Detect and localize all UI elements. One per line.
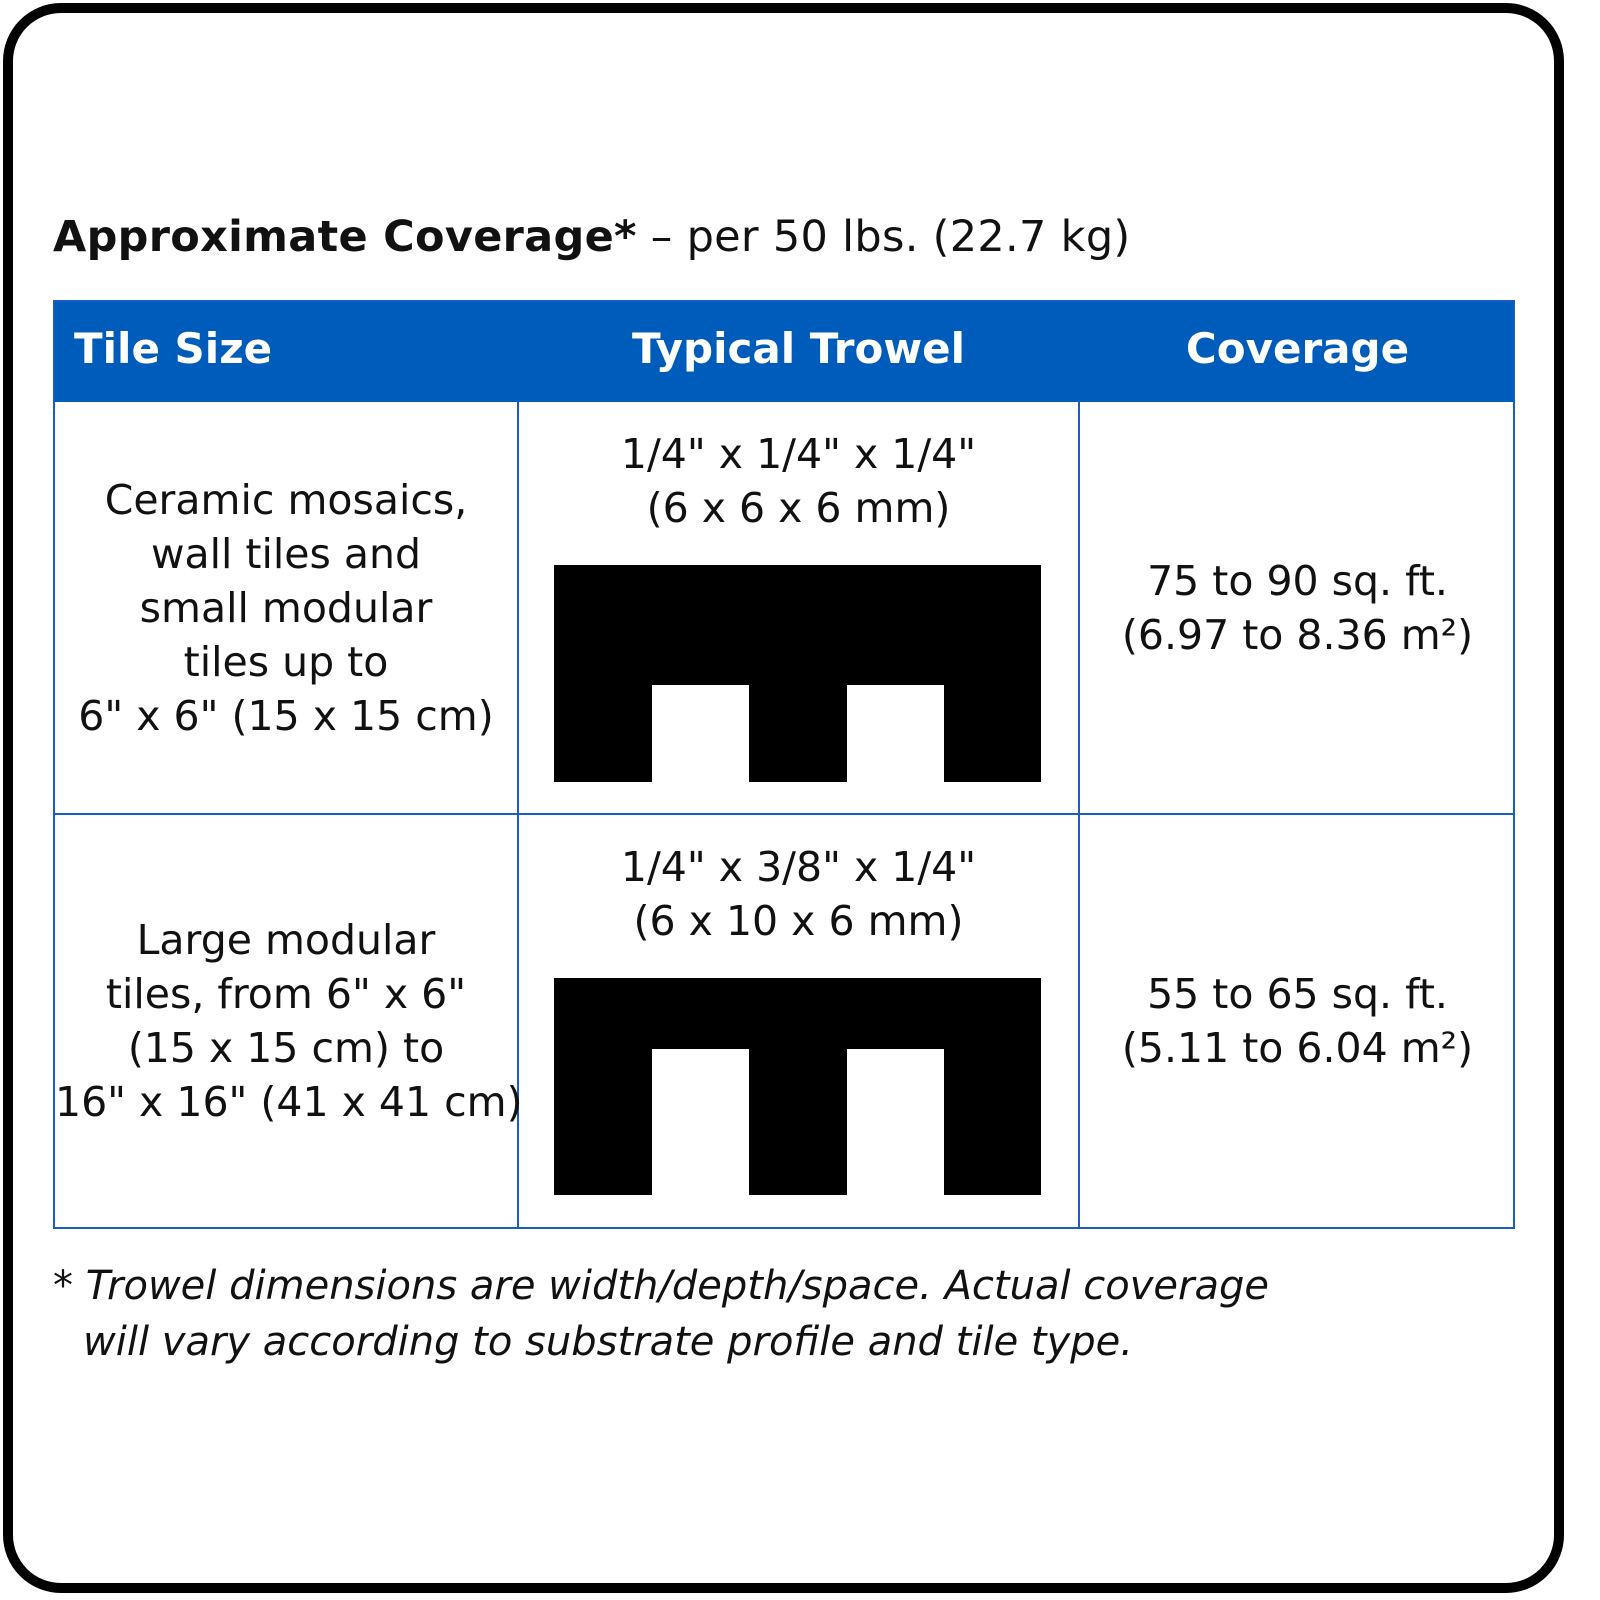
text-line: (6 x 10 x 6 mm): [633, 897, 964, 945]
text-line: Ceramic mosaics,: [104, 475, 468, 524]
table-row-2-tile-size: Large modular tiles, from 6" x 6" (15 x …: [55, 815, 523, 1227]
trowel-notch-diagram: [554, 978, 1041, 1195]
text-line: (6 x 6 x 6 mm): [646, 484, 951, 532]
card-frame: [3, 3, 1564, 1593]
table-row-1-trowel: 1/4" x 1/4" x 1/4" (6 x 6 x 6 mm): [519, 427, 1078, 535]
text-line: 16" x 16" (41 x 41 cm): [55, 1078, 523, 1126]
footnote: * Trowel dimensions are width/depth/spac…: [53, 1258, 1269, 1370]
text-line: 1/4" x 1/4" x 1/4": [620, 430, 977, 478]
text-line: tiles, from 6" x 6": [105, 970, 467, 1018]
text-line: (5.11 to 6.04 m²): [1121, 1024, 1474, 1072]
text-line: (6.97 to 8.36 m²): [1121, 610, 1474, 659]
trowel-notch-diagram: [554, 565, 1041, 782]
table-row-1-tile-size: Ceramic mosaics, wall tiles and small mo…: [55, 402, 517, 813]
text-line: Large modular: [136, 916, 436, 964]
text-line: tiles up to: [183, 637, 389, 686]
title-bold: Approximate Coverage*: [53, 212, 637, 262]
header-typical-trowel: Typical Trowel: [631, 324, 966, 373]
text-line: (15 x 15 cm) to: [127, 1024, 445, 1072]
table-row-2-coverage: 55 to 65 sq. ft. (5.11 to 6.04 m²): [1080, 815, 1515, 1227]
text-line: small modular: [139, 583, 433, 632]
text-line: 55 to 65 sq. ft.: [1147, 970, 1448, 1018]
text-line: wall tiles and: [150, 529, 422, 578]
table-row-2-trowel: 1/4" x 3/8" x 1/4" (6 x 10 x 6 mm): [519, 840, 1078, 948]
table-row-1-coverage: 75 to 90 sq. ft. (6.97 to 8.36 m²): [1080, 402, 1515, 813]
footnote-line-1: * Trowel dimensions are width/depth/spac…: [53, 1263, 1269, 1309]
text-line: 6" x 6" (15 x 15 cm): [78, 691, 494, 740]
title-subtitle: – per 50 lbs. (22.7 kg): [636, 212, 1131, 262]
text-line: 1/4" x 3/8" x 1/4": [620, 843, 977, 891]
row-divider: [55, 813, 1513, 815]
coverage-table: Tile Size Typical Trowel Coverage Cerami…: [53, 300, 1515, 1229]
page-title: Approximate Coverage* – per 50 lbs. (22.…: [53, 212, 1131, 262]
header-tile-size: Tile Size: [74, 324, 273, 373]
header-coverage: Coverage: [1185, 324, 1410, 373]
footnote-line-2: will vary according to substrate profile…: [83, 1319, 1133, 1365]
table-header: Tile Size Typical Trowel Coverage: [55, 302, 1513, 402]
text-line: 75 to 90 sq. ft.: [1147, 556, 1448, 605]
